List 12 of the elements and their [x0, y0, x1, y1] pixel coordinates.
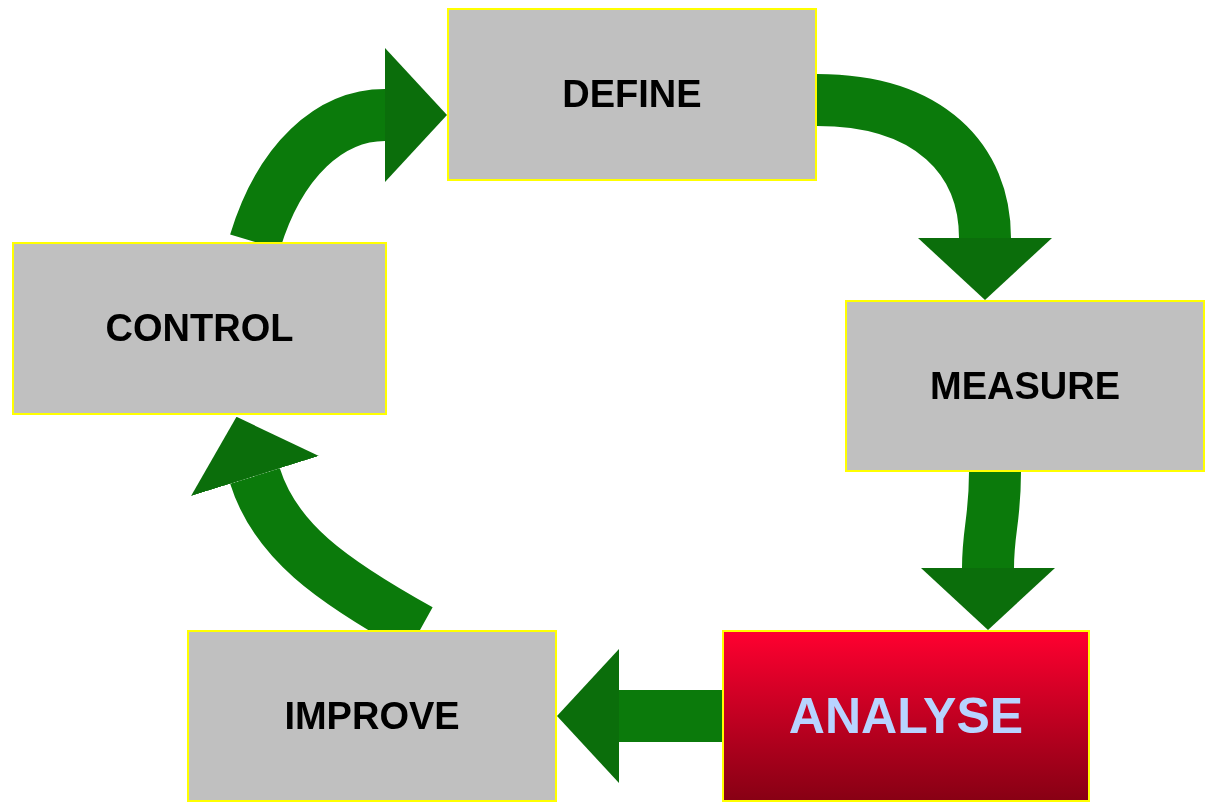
step-box: [12, 242, 387, 415]
step-label: ANALYSE: [788, 686, 1024, 746]
step-label: DEFINE: [562, 72, 702, 117]
step-label: MEASURE: [930, 363, 1120, 409]
highlighted-step-box: [722, 630, 1090, 802]
step-box: [187, 630, 557, 802]
block-arrow: [921, 471, 1055, 630]
step-label: CONTROL: [105, 306, 294, 351]
step-box: [447, 8, 817, 181]
step-box: [845, 300, 1205, 472]
block-arrow: [557, 649, 722, 783]
step-label: IMPROVE: [284, 693, 460, 739]
